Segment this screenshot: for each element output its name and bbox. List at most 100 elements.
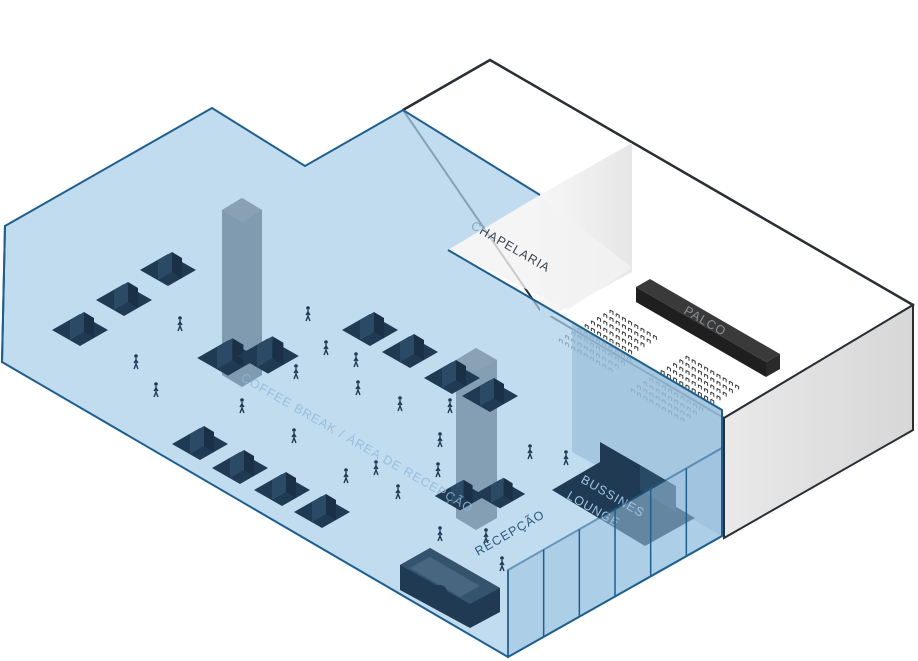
person (133, 354, 139, 370)
seat (673, 362, 678, 368)
person (343, 468, 349, 484)
seat-block-upper-right (660, 355, 740, 404)
seat (685, 355, 690, 361)
sofa-1 (52, 312, 108, 346)
seat (691, 366, 696, 372)
person (435, 462, 441, 478)
sofa-13 (474, 477, 526, 509)
person (527, 444, 533, 460)
seat (697, 391, 702, 397)
seat (646, 331, 651, 337)
reception-chair (433, 585, 447, 599)
seat (634, 345, 639, 351)
seat (691, 380, 696, 386)
seat (710, 369, 715, 376)
people-figures (133, 306, 569, 572)
person (373, 460, 379, 476)
seat (640, 334, 645, 340)
seat (628, 334, 633, 340)
seat (634, 323, 639, 330)
seat (590, 327, 595, 333)
sofa-11 (294, 494, 350, 528)
person (447, 398, 453, 414)
seat (628, 327, 633, 333)
seat (621, 345, 626, 351)
seat (615, 341, 620, 348)
stage-top (636, 279, 780, 362)
seat (640, 327, 645, 333)
seat (735, 384, 740, 390)
seat (652, 334, 657, 340)
seat (710, 391, 715, 397)
seat (710, 384, 715, 390)
seat (609, 331, 614, 337)
auditorium-right-wall (723, 303, 914, 540)
person (305, 306, 311, 322)
chapelaria-room: CHAPELARIA (448, 143, 632, 322)
person (563, 450, 569, 466)
sofa-8 (172, 426, 228, 460)
seat (704, 395, 709, 401)
seat-block-upper-left (584, 309, 657, 355)
person (437, 526, 443, 542)
glass-curtain-wall (507, 446, 723, 659)
seat (615, 327, 620, 333)
seat (597, 331, 602, 337)
column-bench-left (197, 338, 259, 376)
seat (697, 377, 702, 383)
seat (679, 373, 684, 379)
seat (646, 338, 651, 344)
seat (722, 391, 727, 397)
stage-side (766, 354, 780, 377)
seat (584, 323, 589, 330)
seat (621, 338, 626, 344)
seat (697, 369, 702, 376)
seat (685, 384, 690, 390)
auditorium-top-edge (402, 58, 914, 307)
seat (673, 369, 678, 376)
person (395, 484, 401, 500)
seat (609, 323, 614, 330)
seat (685, 369, 690, 376)
seat (666, 366, 671, 372)
seat (716, 380, 721, 386)
seat (697, 362, 702, 368)
seat (716, 373, 721, 379)
curtain-wall-mullions (507, 448, 723, 657)
lounge-furniture (52, 252, 526, 528)
seat (615, 334, 620, 340)
sofa-3 (140, 252, 196, 286)
seat (603, 327, 608, 333)
seat (621, 323, 626, 330)
person (353, 352, 359, 368)
palco-stage: PALCO (636, 279, 780, 377)
seat (679, 359, 684, 365)
seat (710, 377, 715, 383)
seat (722, 384, 727, 390)
person (323, 340, 329, 356)
person (239, 398, 245, 414)
person (483, 528, 489, 544)
seat (609, 309, 614, 315)
seat (634, 338, 639, 344)
seat (666, 373, 671, 379)
seat (673, 377, 678, 383)
person (293, 364, 299, 380)
seat (603, 313, 608, 319)
seat (679, 366, 684, 372)
seat (615, 320, 620, 326)
chapelaria-floor (448, 195, 632, 310)
seat (603, 334, 608, 340)
seat (685, 362, 690, 368)
column-bench-right (237, 336, 299, 374)
seat (628, 320, 633, 326)
sofa-10 (254, 472, 310, 506)
seat (710, 398, 715, 404)
sofa-9 (212, 450, 268, 484)
person (177, 316, 183, 332)
seat (590, 320, 595, 326)
seat (603, 320, 608, 326)
seat (716, 395, 721, 401)
seat (728, 387, 733, 394)
